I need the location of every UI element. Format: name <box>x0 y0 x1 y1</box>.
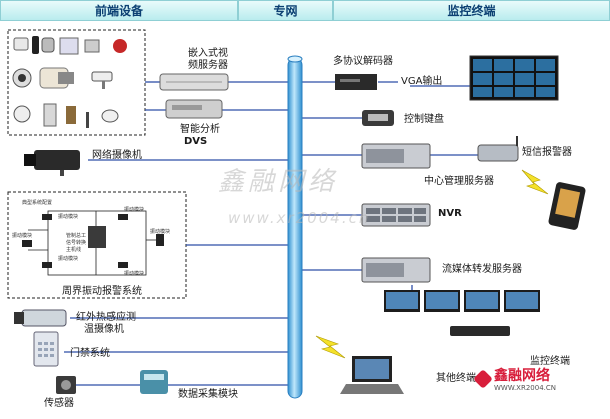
monitor-wall-device <box>384 290 540 336</box>
front-device-cluster <box>12 36 127 128</box>
embedded-server-label-1: 嵌入式视 <box>188 48 228 59</box>
front-device-group-box <box>7 29 146 136</box>
network-bus <box>287 57 303 399</box>
perimeter-schematic <box>28 210 160 276</box>
perimeter-center-1: 管制总工 <box>66 233 87 239</box>
header-network: 专网 <box>238 0 333 21</box>
perimeter-node-2: 振动模块 <box>124 207 145 213</box>
dvs-label-2: DVS <box>184 136 208 147</box>
watermark-url: www.xr2004.cn <box>228 209 371 227</box>
sensor-device <box>56 376 76 394</box>
decoder-device <box>335 74 377 90</box>
nvr-device <box>361 203 431 227</box>
data-module-label: 数据采集模块 <box>178 389 238 400</box>
embedded-server-label-2: 频服务器 <box>188 60 228 71</box>
keyboard-device <box>362 110 394 126</box>
header-monitor: 监控终端 <box>333 0 610 21</box>
decoder-label: 多协议解码器 <box>333 56 393 67</box>
perimeter-center-3: 主机线 <box>66 247 82 253</box>
logo-name: 鑫融网络 <box>494 368 550 384</box>
central-server-device <box>361 143 431 169</box>
sms-alarm-label: 短信报警器 <box>522 147 572 158</box>
perimeter-center-2: 信号转换 <box>66 240 87 246</box>
sensor-label: 传感器 <box>44 398 74 409</box>
nvr-label: NVR <box>438 208 462 219</box>
perimeter-node-4: 振动模块 <box>124 271 145 277</box>
header-front-end: 前端设备 <box>0 0 238 21</box>
logo-url: WWW.XR2004.CN <box>494 384 557 392</box>
stream-server-label: 流媒体转发服务器 <box>442 264 522 275</box>
perimeter-alarm-label: 周界振动报警系统 <box>62 286 142 297</box>
network-camera-device <box>24 150 80 176</box>
ir-camera-device <box>14 309 67 327</box>
other-terminal-label: 其他终端 <box>436 373 476 384</box>
network-camera-label: 网络摄像机 <box>92 150 142 161</box>
ir-camera-label-2: 温摄像机 <box>84 324 124 335</box>
dvs-label-1: 智能分析 <box>180 124 220 135</box>
laptop-device <box>340 356 404 394</box>
sms-alarm-device <box>477 136 519 162</box>
keyboard-label: 控制键盘 <box>404 114 444 125</box>
monitor-terminal-label: 监控终端 <box>530 356 570 367</box>
central-server-label: 中心管理服务器 <box>424 176 494 187</box>
access-control-label: 门禁系统 <box>70 348 110 359</box>
wireless-bolt-right <box>521 169 549 195</box>
stream-server-device <box>361 257 431 283</box>
watermark-chinese: 鑫融网络 <box>218 167 339 197</box>
perimeter-node-1: 振动模块 <box>58 214 79 220</box>
perimeter-node-5: 振动模块 <box>150 229 171 235</box>
access-control-device <box>33 331 59 367</box>
perimeter-title: 典型系统配置 <box>22 200 53 206</box>
ir-camera-label-1: 红外热感应测 <box>76 312 136 323</box>
data-module-device <box>140 370 168 394</box>
perimeter-node-6: 振动模块 <box>12 233 33 239</box>
perimeter-node-3: 振动模块 <box>58 256 79 262</box>
wireless-bolt-bottom <box>315 335 346 359</box>
video-wall-device <box>469 55 559 101</box>
mobile-phone-device <box>548 182 586 230</box>
vga-output-label: VGA输出 <box>401 76 443 87</box>
